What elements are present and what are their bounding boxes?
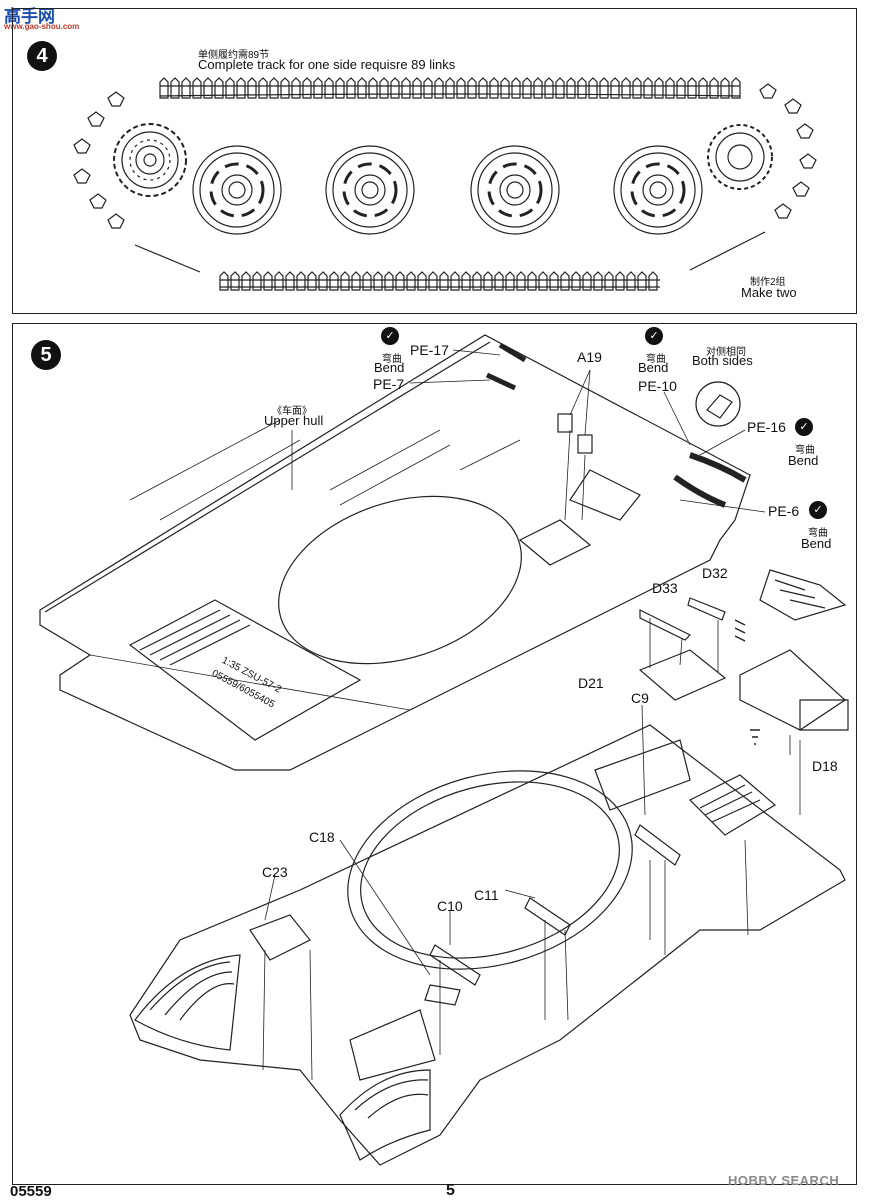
footer-page-number: 5	[446, 1182, 455, 1199]
track-links-right	[759, 83, 817, 219]
bend-cn-pe16: 弯曲	[795, 445, 815, 456]
track-links-bottom	[134, 231, 766, 291]
bend-icon-pe16: ✓	[795, 418, 813, 436]
part-label-c10: C10	[437, 898, 463, 914]
bend-cn-pe10: 弯曲	[646, 354, 666, 365]
track-note-en: Complete track for one side requisre 89 …	[198, 57, 456, 72]
upper-hull-cn: 《车面》	[272, 406, 312, 417]
step-4-number: 4	[27, 41, 57, 71]
bend-en-pe17: Bend	[374, 360, 405, 375]
road-wheel-1	[192, 145, 282, 235]
bend-icon-pe17: ✓	[381, 327, 399, 345]
part-label-d32: D32	[702, 565, 728, 581]
part-label-d33: D33	[652, 580, 678, 596]
part-label-c23: C23	[262, 864, 288, 880]
fender-parts	[734, 569, 849, 745]
road-wheel-3	[470, 145, 560, 235]
drive-sprocket	[113, 123, 187, 197]
bend-en-pe10: Bend	[638, 360, 669, 375]
part-label-c18: C18	[309, 829, 335, 845]
part-label-c9: C9	[631, 690, 649, 706]
part-label-pe7: PE-7	[373, 376, 405, 392]
part-label-pe16: PE-16	[747, 419, 786, 435]
part-label-a19: A19	[577, 349, 602, 365]
track-links-left	[73, 91, 125, 229]
bracket-parts	[638, 597, 727, 701]
pe10-detail-circle	[695, 381, 741, 427]
part-label-d18: D18	[812, 758, 838, 774]
upper-hull-en: Upper hull	[264, 413, 324, 428]
bend-cn-pe6: 弯曲	[808, 528, 828, 539]
bend-icon-pe10: ✓	[645, 327, 663, 345]
make-two-en: Make two	[741, 285, 797, 300]
part-label-pe10: PE-10	[638, 378, 677, 394]
part-label-pe17: PE-17	[410, 342, 449, 358]
watermark-url: www.gao-shou.com	[4, 22, 80, 31]
both-sides-en: Both sides	[692, 353, 753, 368]
road-wheel-4	[613, 145, 703, 235]
part-label-c11: C11	[474, 887, 499, 903]
both-sides-cn: 对侧相同	[706, 347, 746, 358]
step-5-panel	[12, 323, 857, 1185]
watermark-suffix: 网	[38, 7, 55, 26]
leader-lines-upper	[291, 349, 766, 521]
bend-en-pe6: Bend	[801, 536, 832, 551]
bend-en-pe16: Bend	[788, 453, 819, 468]
idler-wheel	[707, 124, 773, 190]
track-links-top	[159, 77, 741, 99]
upper-hull	[39, 334, 751, 771]
part-label-d21: D21	[578, 675, 604, 691]
step-5-number: 5	[31, 340, 61, 370]
bend-icon-pe6: ✓	[809, 501, 827, 519]
part-label-pe6: PE-6	[768, 503, 800, 519]
road-wheel-2	[325, 145, 415, 235]
lower-hull	[129, 724, 846, 1166]
watermark-hobbysearch: HOBBY SEARCH	[728, 1173, 840, 1188]
leader-lines-lower	[262, 704, 801, 1081]
step-4-panel	[12, 8, 857, 314]
bend-cn-pe17: 弯曲	[382, 354, 402, 365]
track-note-cn: 单侧履约需89节	[198, 50, 270, 61]
make-two-cn: 制作2组	[750, 277, 786, 288]
footer-product-code: 05559	[10, 1183, 52, 1200]
